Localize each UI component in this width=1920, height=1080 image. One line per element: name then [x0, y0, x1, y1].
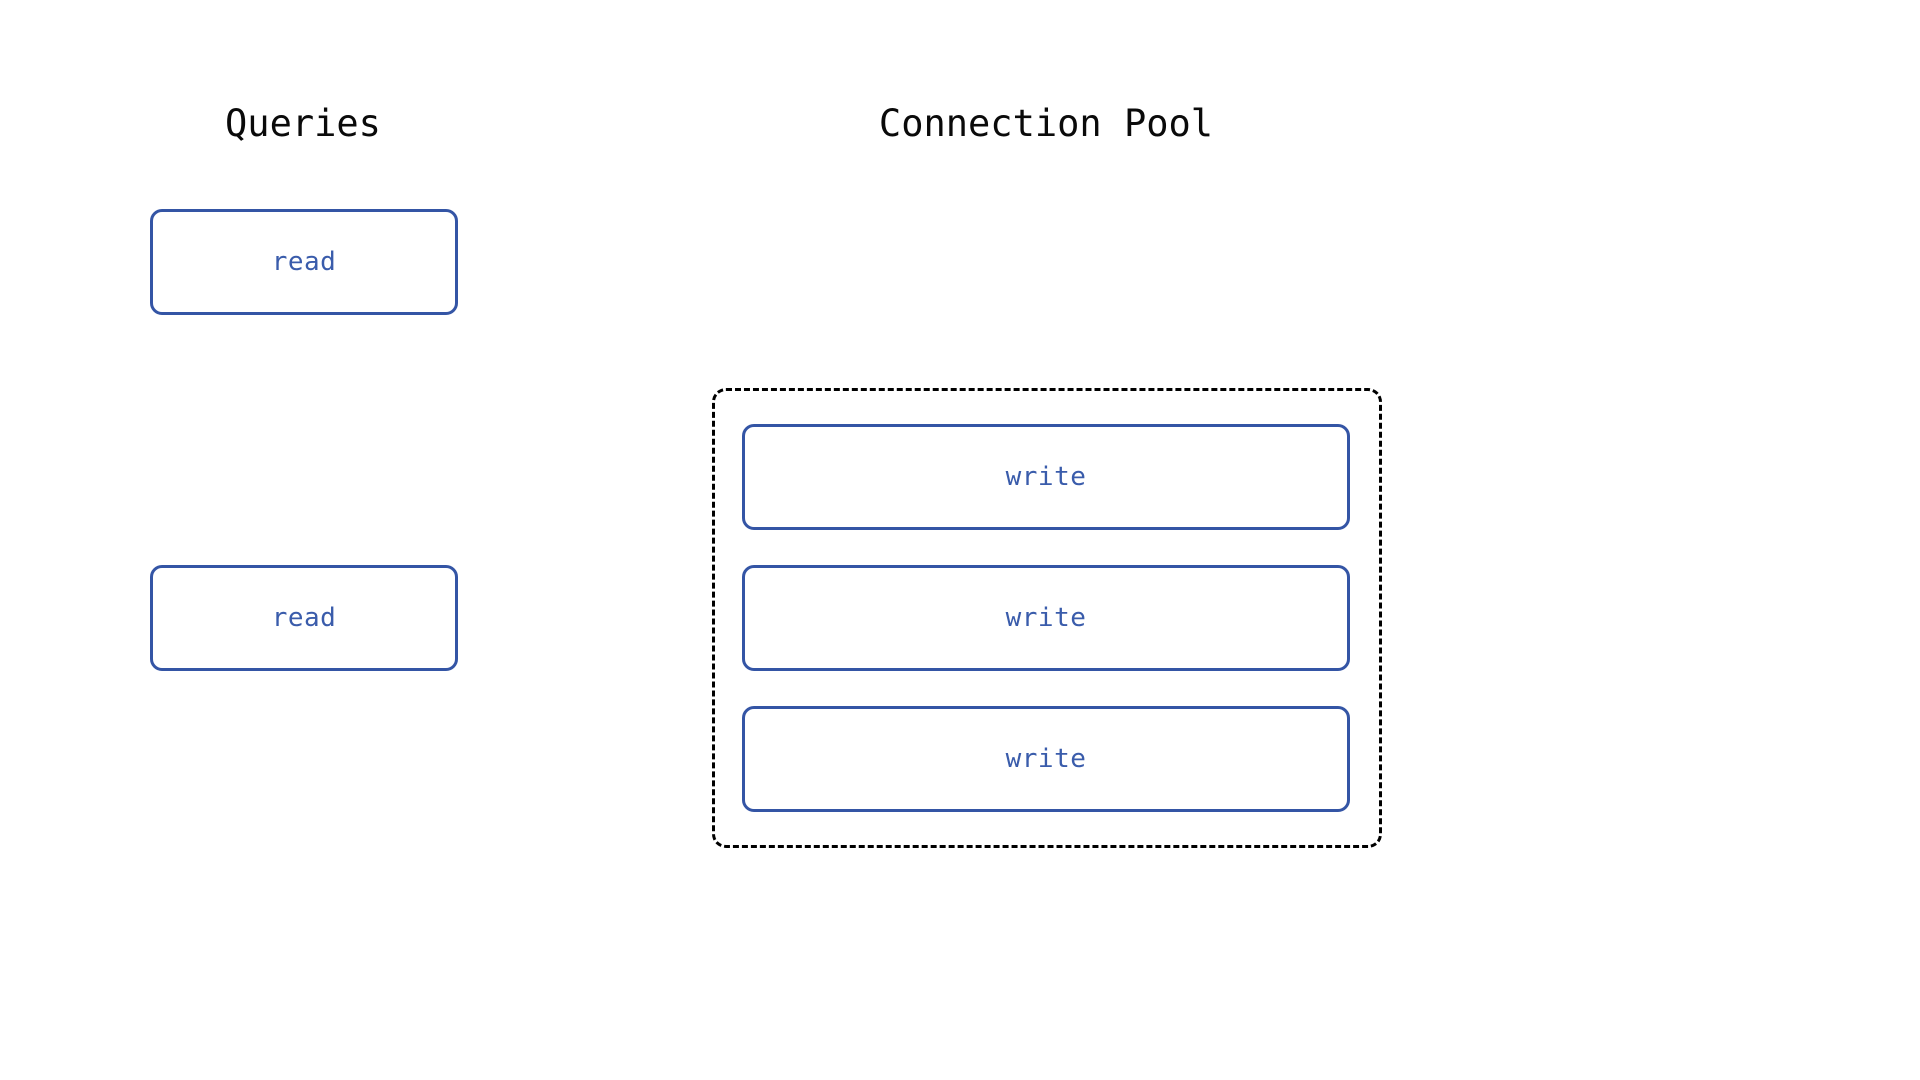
query-node-label: read [271, 247, 337, 277]
pool-node-write[interactable]: write [742, 565, 1350, 671]
query-node-label: read [271, 603, 337, 633]
pool-node-label: write [1005, 744, 1087, 774]
pool-node-label: write [1005, 603, 1087, 633]
pool-node-write[interactable]: write [742, 706, 1350, 812]
connection-pool-container [712, 388, 1382, 848]
connection-pool-column-title: Connection Pool [878, 102, 1214, 145]
query-node-read[interactable]: read [150, 565, 458, 671]
pool-node-write[interactable]: write [742, 424, 1350, 530]
queries-column-title: Queries [225, 102, 381, 145]
query-node-read[interactable]: read [150, 209, 458, 315]
pool-node-label: write [1005, 462, 1087, 492]
